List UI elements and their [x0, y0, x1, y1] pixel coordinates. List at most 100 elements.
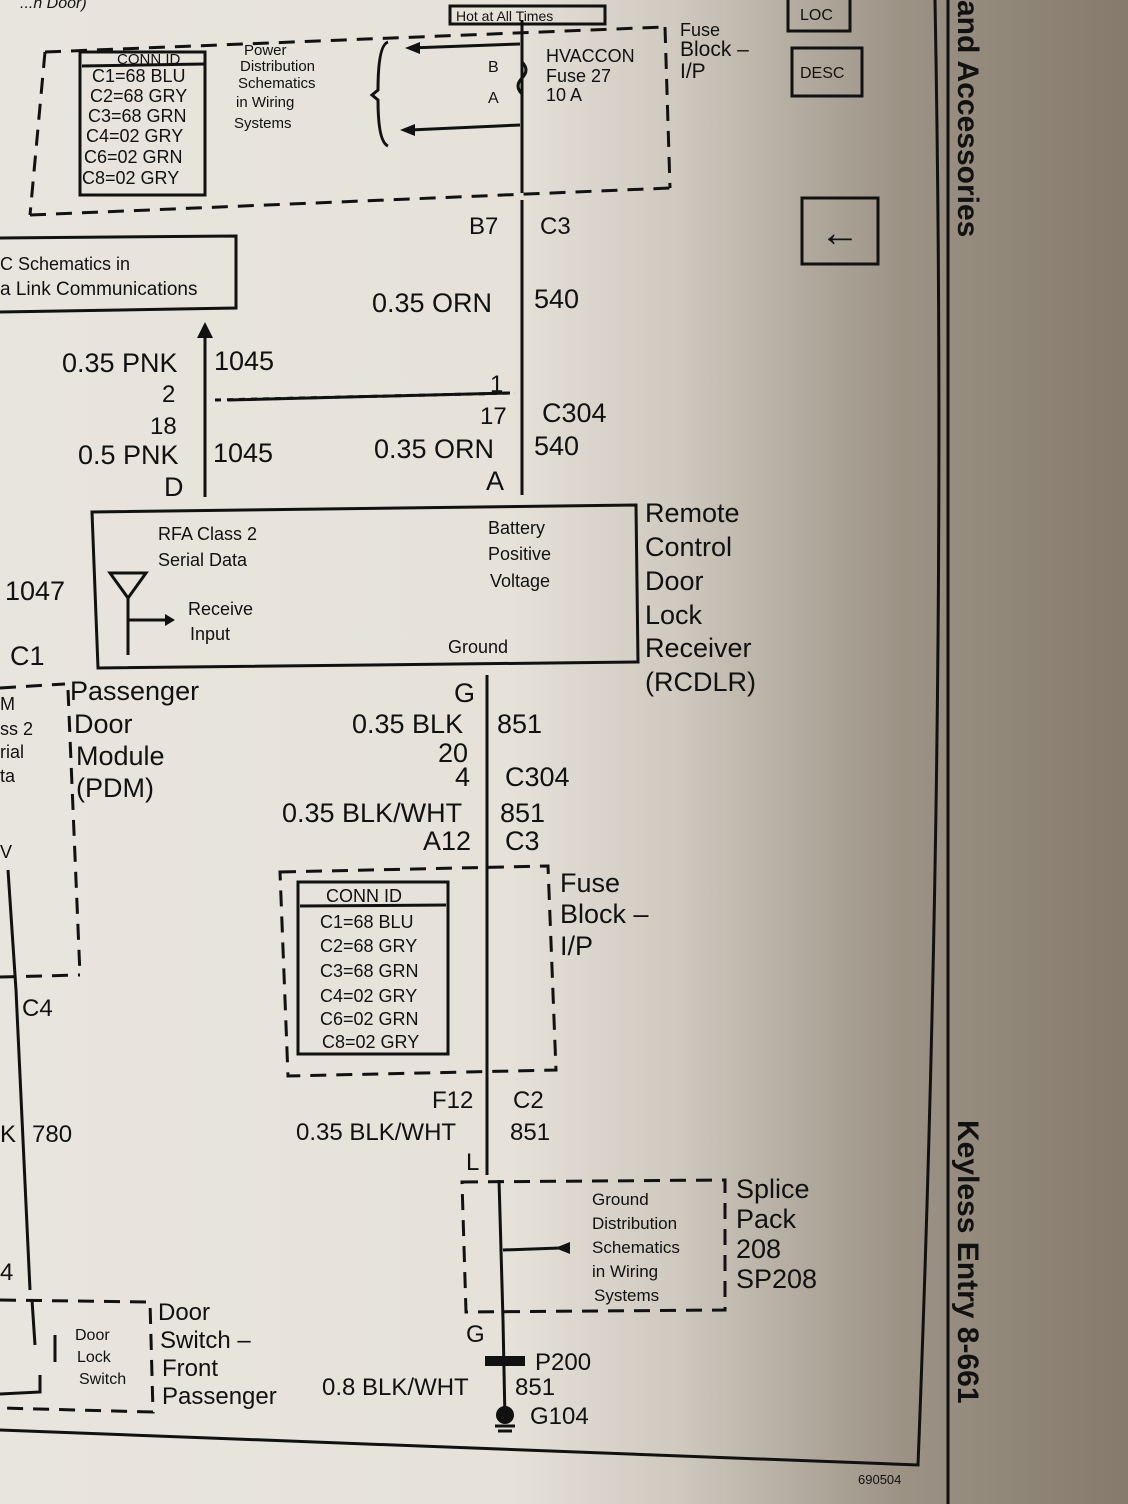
pdm-fragment: ta [0, 766, 16, 786]
pin-label: 17 [480, 403, 507, 430]
header-fragment: ...h Door) [20, 0, 87, 12]
component-name: Remote [645, 498, 740, 528]
pin-label: A [486, 466, 504, 496]
component-name: 208 [736, 1234, 781, 1264]
figure-number: 690504 [858, 1472, 901, 1487]
pin-label: 4 [455, 762, 470, 792]
ground-icon [496, 1406, 514, 1424]
power-dist-text: in Wiring [236, 94, 294, 111]
wire-color: 0.5 PNK [78, 440, 179, 470]
pin-label: 2 [162, 381, 175, 408]
connector-label: P200 [535, 1349, 591, 1376]
circuit-number: 540 [534, 284, 579, 314]
voltage-fragment: V [0, 842, 12, 862]
pin-label: 18 [150, 413, 177, 440]
pdm-fragment: ss 2 [0, 719, 33, 739]
conn-id-row: C3=68 GRN [320, 961, 419, 981]
pin-label: B7 [469, 213, 498, 240]
page-footer-title: Keyless Entry 8-661 [951, 1120, 984, 1404]
back-arrow-button[interactable]: ← [800, 196, 880, 266]
hot-at-all-times-label: Hot at All Times [456, 8, 553, 24]
description-button[interactable]: DESC [790, 46, 864, 98]
component-name: Passenger [162, 1383, 277, 1410]
component-name: I/P [560, 931, 593, 961]
circuit-number: 780 [32, 1121, 72, 1148]
connector-label: C3 [505, 826, 540, 856]
circuit-number: 851 [500, 798, 545, 828]
fuse-pin-a: A [488, 90, 499, 107]
conn-id-row: C1=68 BLU [92, 66, 186, 86]
conn-id-row: C6=02 GRN [320, 1009, 419, 1029]
battery-label: Voltage [490, 571, 550, 591]
wire-color: 0.8 BLK/WHT [322, 1374, 469, 1401]
data-link-text: C Schematics in [0, 254, 130, 274]
component-name: Lock [645, 600, 703, 630]
data-link-text: a Link Communications [0, 279, 197, 300]
wire-color: 0.35 PNK [62, 348, 178, 378]
component-name: Control [645, 532, 732, 562]
conn-id-title: CONN ID [326, 886, 402, 906]
connector-label: C304 [542, 398, 607, 428]
circuit-number: 540 [534, 431, 579, 461]
door-switch-front-passenger: Door Lock Switch Door Switch – Front Pas… [0, 1298, 277, 1414]
component-name: Passenger [70, 676, 199, 706]
wire-color: 0.35 BLK [352, 709, 463, 739]
fuse-number: Fuse 27 [546, 66, 611, 86]
conn-id-row: C4=02 GRY [86, 126, 183, 146]
rfa-label: RFA Class 2 [158, 524, 257, 544]
pdm-fragment: rial [0, 742, 24, 762]
fuse-name: HVACCON [546, 46, 635, 66]
splice-text: Schematics [592, 1238, 680, 1257]
splice-text: Distribution [592, 1214, 677, 1233]
switch-text: Switch [79, 1371, 126, 1388]
pin-label: D [164, 472, 184, 502]
fuse-block-top: Hot at All Times CONN ID C1=68 BLU C2=68… [28, 4, 749, 217]
conn-id-title: CONN ID [117, 51, 181, 68]
conn-id-row: C8=02 GRY [82, 168, 179, 188]
component-name: Splice [736, 1174, 810, 1204]
pin-label: 4 [0, 1259, 13, 1286]
component-name: Front [162, 1355, 218, 1382]
back-arrow-icon: ← [820, 211, 860, 255]
component-name: Door [645, 566, 704, 596]
power-dist-text: Power [244, 42, 287, 59]
component-name: (PDM) [76, 773, 154, 803]
fuse-rating: 10 A [546, 85, 582, 105]
component-name: Door [158, 1299, 210, 1326]
battery-label: Battery [488, 518, 545, 538]
component-name: I/P [680, 60, 706, 83]
pin-label: 1 [490, 371, 503, 398]
power-dist-text: Distribution [240, 58, 315, 75]
circuit-number: 851 [497, 709, 542, 739]
splice-text: Ground [592, 1190, 649, 1209]
splice-pack-sp208: Ground Distribution Schematics in Wiring… [460, 1174, 817, 1321]
power-dist-text: Schematics [238, 75, 316, 92]
wire-color: 0.35 BLK/WHT [282, 798, 462, 828]
conn-id-row: C2=68 GRY [90, 86, 187, 106]
ground-label: G104 [530, 1403, 589, 1430]
pin-label: G [466, 1321, 485, 1348]
pdm-fragment: M [0, 694, 15, 714]
component-name: SP208 [736, 1264, 817, 1294]
conn-id-row: C1=68 BLU [320, 912, 414, 932]
desc-label: DESC [800, 65, 844, 82]
locator-button[interactable]: LOC [786, 0, 852, 33]
connector-label: C304 [505, 762, 570, 792]
connector-label: C4 [22, 995, 53, 1022]
ground-label: Ground [448, 637, 508, 657]
component-name: Module [76, 741, 165, 771]
page-border [0, 0, 941, 1467]
connector-label: C2 [513, 1087, 544, 1114]
component-name: Door [74, 709, 133, 739]
p200-connector-icon [485, 1356, 525, 1366]
conn-id-row: C6=02 GRN [84, 147, 183, 167]
splice-text: Systems [594, 1286, 659, 1305]
receive-label: Receive [188, 599, 253, 619]
conn-id-row: C3=68 GRN [88, 106, 187, 126]
component-name: Fuse [680, 20, 720, 40]
wire-color: 0.35 BLK/WHT [296, 1119, 456, 1146]
fuse-pin-b: B [488, 59, 499, 76]
switch-text: Lock [77, 1349, 112, 1366]
rcdlr-module: RFA Class 2 Serial Data Receive Input Ba… [90, 498, 756, 697]
